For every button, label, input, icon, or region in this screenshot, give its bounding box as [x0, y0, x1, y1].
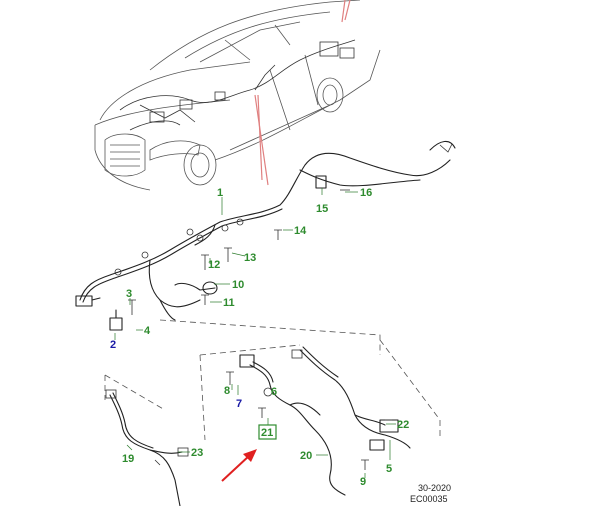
red-arrow-icon — [221, 449, 257, 482]
callout-15: 15 — [316, 203, 328, 215]
callout-16: 16 — [360, 187, 372, 199]
callouts: 1 2 3 4 5 6 7 8 9 10 11 12 13 14 15 16 1… — [110, 187, 409, 488]
callout-4: 4 — [144, 325, 151, 337]
reference-codes: 30-2020 EC00035 — [410, 483, 451, 504]
vehicle-illustration — [94, 0, 381, 191]
callout-19: 19 — [122, 453, 134, 465]
callout-10: 10 — [232, 279, 244, 291]
callout-20: 20 — [300, 450, 312, 462]
leader-lines — [114, 188, 396, 478]
callout-11: 11 — [223, 297, 235, 309]
main-harness — [75, 140, 456, 331]
callout-5: 5 — [386, 463, 392, 475]
callout-14: 14 — [294, 225, 307, 237]
callout-3: 3 — [126, 288, 132, 300]
rear-harnesses — [105, 346, 411, 506]
callout-22: 22 — [397, 419, 409, 431]
callout-23: 23 — [191, 447, 203, 459]
callout-9: 9 — [360, 476, 366, 488]
callout-8: 8 — [224, 385, 230, 397]
callout-6: 6 — [271, 386, 277, 398]
callout-1: 1 — [217, 187, 223, 199]
exploded-view-outline — [104, 319, 441, 441]
callout-2: 2 — [110, 339, 116, 351]
reference-date: 30-2020 — [418, 483, 451, 493]
callout-7: 7 — [236, 398, 242, 410]
reference-code: EC00035 — [410, 494, 448, 504]
callout-21: 21 — [261, 427, 273, 439]
callout-21-highlight: 21 — [258, 424, 277, 440]
callout-13: 13 — [244, 252, 256, 264]
callout-12: 12 — [208, 259, 220, 271]
